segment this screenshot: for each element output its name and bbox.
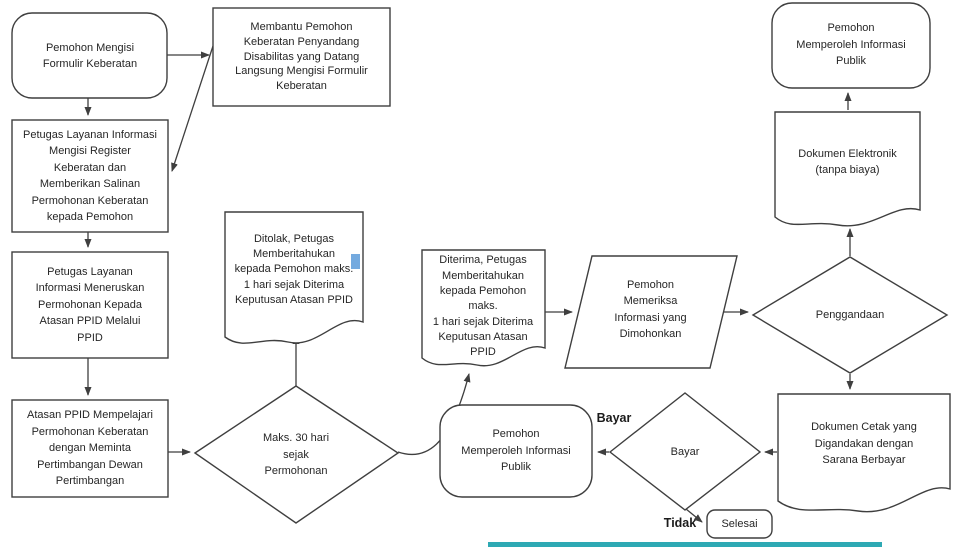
forward-node-shape bbox=[11, 251, 169, 359]
review-node-label: Atasan PPID Mempelajari Permohonan Keber… bbox=[27, 409, 153, 488]
register-node-label: Petugas Layanan Informasi Mengisi Regist… bbox=[23, 128, 157, 224]
bayar-node-label: Bayar bbox=[670, 445, 700, 458]
bayar-branch-label: Bayar bbox=[596, 411, 632, 425]
ditolak-node-label: Ditolak, Petugas Memberitahukan kepada P… bbox=[234, 232, 354, 307]
blue-highlight-artifact bbox=[351, 254, 360, 269]
cetak-document-shape bbox=[777, 393, 951, 513]
forward-node-label: Petugas Layanan Informasi Meneruskan Per… bbox=[35, 265, 145, 344]
publik-atas-node-label: Pemohon Memperoleh Informasi Publik bbox=[796, 22, 906, 68]
decision30-node-shape bbox=[193, 385, 400, 524]
disability-node-label: Membantu Pemohon Keberatan Penyandang Di… bbox=[235, 20, 368, 93]
bayar-node-shape bbox=[608, 392, 762, 511]
review-node-shape bbox=[11, 399, 169, 498]
decision30-node-label: Maks. 30 hari sejak Permohonan bbox=[262, 432, 330, 478]
periksa-node-shape bbox=[564, 255, 738, 369]
publik-bawah-node-shape bbox=[439, 404, 593, 498]
selesai-node-shape bbox=[706, 509, 773, 539]
selesai-node-label: Selesai bbox=[721, 517, 758, 530]
edge-decision30-to-diterima bbox=[397, 373, 471, 456]
elektronik-node-label: Dokumen Elektronik (tanpa biaya) bbox=[798, 147, 897, 177]
register-node-shape bbox=[11, 119, 169, 233]
periksa-node-label: Pemohon Memeriksa Informasi yang Dimohon… bbox=[614, 278, 687, 341]
publik-atas-node-shape bbox=[771, 2, 931, 89]
teal-bar-artifact bbox=[488, 542, 882, 547]
penggandaan-node-label: Penggandaan bbox=[815, 308, 885, 321]
edge-disability-to-register bbox=[171, 45, 214, 172]
disability-node-shape bbox=[212, 7, 391, 107]
start-node-shape bbox=[11, 12, 168, 99]
penggandaan-node-shape bbox=[751, 256, 949, 374]
publik-bawah-node-label: Pemohon Memperoleh Informasi Publik bbox=[461, 428, 571, 474]
diterima-node-label: Diterima, Petugas Memberitahukan kepada … bbox=[432, 254, 534, 359]
start-node-label: Pemohon Mengisi Formulir Keberatan bbox=[42, 41, 138, 71]
tidak-branch-label: Tidak bbox=[663, 516, 697, 530]
ditolak-document-shape bbox=[224, 211, 364, 344]
elektronik-document-shape bbox=[774, 111, 921, 227]
diterima-document-shape bbox=[421, 249, 546, 367]
cetak-node-label: Dokumen Cetak yang Digandakan dengan Sar… bbox=[811, 421, 917, 467]
edge-bayar-to-selesai bbox=[685, 508, 703, 523]
